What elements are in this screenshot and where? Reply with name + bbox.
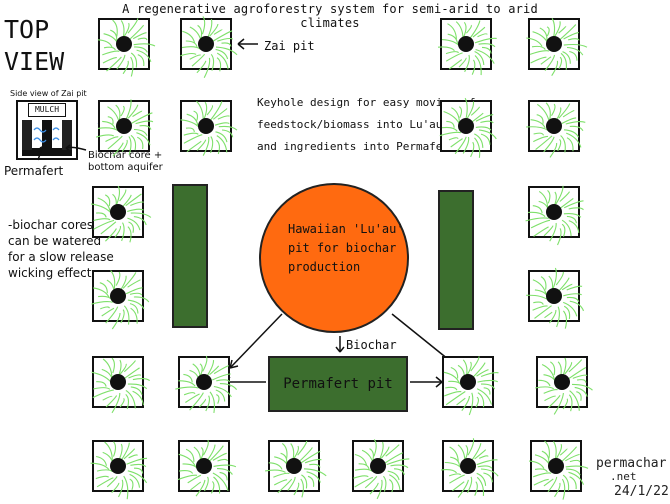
- biochar-core-dot: [546, 36, 562, 52]
- biochar-core-dot: [110, 204, 126, 220]
- zai-pit: [265, 440, 327, 498]
- biochar-arrow-label: Biochar: [346, 338, 397, 352]
- keyhole-note-line-1: Keyhole design for easy moving of: [257, 96, 476, 109]
- luau-label-line-2: pit for biochar: [288, 241, 397, 255]
- watering-note: -biochar cores can be watered for a slow…: [8, 217, 114, 281]
- signature-date: 24/1/22: [614, 484, 669, 499]
- biochar-core-dot: [110, 374, 126, 390]
- permafert-pit-label: Permafert pit: [283, 376, 393, 392]
- zai-pit: [91, 356, 151, 414]
- biochar-core-dot: [196, 458, 212, 474]
- keyhole-note-line-2: feedstock/biomass into Lu'au pit: [257, 118, 469, 131]
- permafert-pit: Permafert pit: [268, 356, 408, 412]
- zai-pit-label: Zai pit: [264, 39, 315, 53]
- zai-pit: [352, 439, 410, 500]
- zai-cross-section: [22, 118, 72, 156]
- zai-pit: [180, 16, 238, 79]
- luau-label-line-3: production: [288, 260, 361, 274]
- zai-pit: [90, 440, 148, 500]
- watering-note-line-1: -biochar cores: [8, 218, 94, 232]
- zai-pit: [439, 97, 497, 158]
- diagram-title: A regenerative agroforestry system for s…: [122, 2, 538, 30]
- biochar-core-dot: [198, 118, 214, 134]
- mulch-label: MULCH: [28, 103, 66, 117]
- watering-note-line-4: wicking effect: [8, 266, 92, 280]
- biochar-core-dot: [548, 458, 564, 474]
- keyhole-note-line-3: and ingredients into Permafert pits: [257, 140, 489, 153]
- biochar-core-dot: [116, 36, 132, 52]
- biochar-core-dot: [198, 36, 214, 52]
- luau-pit: [259, 183, 409, 333]
- biochar-core-dot: [196, 374, 212, 390]
- zai-pit: [526, 100, 586, 158]
- zai-pit: [180, 100, 238, 156]
- side-view-title: Side view of Zai pit: [10, 89, 87, 98]
- zai-pit: [175, 355, 238, 413]
- signature-suffix: .net: [610, 470, 637, 483]
- permafert-side-label: Permafert: [4, 164, 64, 178]
- biochar-core-dot: [116, 118, 132, 134]
- zai-pit: [177, 439, 237, 497]
- biochar-core-dot: [460, 374, 476, 390]
- zai-pit: [437, 18, 497, 76]
- biochar-core-dot: [554, 374, 570, 390]
- top-view-heading: TOP VIEW: [4, 14, 84, 78]
- biochar-core-line-1: Biochar core +: [88, 150, 163, 161]
- biochar-core-dot: [460, 458, 476, 474]
- biochar-core-dot: [458, 118, 474, 134]
- zai-pit: [440, 438, 499, 498]
- watering-note-line-2: can be watered: [8, 234, 102, 248]
- zai-pit: [526, 18, 588, 77]
- biochar-core-dot: [546, 288, 562, 304]
- biochar-core-dot: [546, 204, 562, 220]
- biochar-core-dot: [458, 36, 474, 52]
- biochar-core-dot: [286, 458, 302, 474]
- zai-pit: [90, 185, 152, 243]
- biochar-core-dot: [110, 288, 126, 304]
- zai-pit: [97, 18, 156, 77]
- top-view-line-2: VIEW: [4, 47, 65, 76]
- zai-pit: [526, 267, 585, 329]
- watering-note-line-3: for a slow release: [8, 250, 114, 264]
- zai-pit: [442, 356, 499, 416]
- zai-pit: [91, 270, 150, 330]
- zai-pit: [95, 99, 154, 157]
- biochar-core-dot: [370, 458, 386, 474]
- zai-pit: [529, 440, 589, 500]
- biochar-core-dot: [110, 458, 126, 474]
- biochar-core-dot: [546, 118, 562, 134]
- zai-pit: [525, 185, 584, 246]
- keyhole-note: Keyhole design for easy moving of feedst…: [257, 92, 489, 158]
- luau-label-line-1: Hawaiian 'Lu'au': [288, 222, 404, 236]
- biochar-core-line-2: bottom aquifer: [88, 162, 163, 173]
- luau-pit-label: Hawaiian 'Lu'au' pit for biochar product…: [288, 220, 408, 277]
- top-view-line-1: TOP: [4, 15, 50, 44]
- zai-pit: [535, 356, 593, 415]
- left-planting-bed: [172, 184, 208, 328]
- signature-name: permachar: [596, 456, 667, 471]
- biochar-core-label: Biochar core + bottom aquifer: [88, 150, 163, 174]
- right-planting-bed: [438, 190, 474, 330]
